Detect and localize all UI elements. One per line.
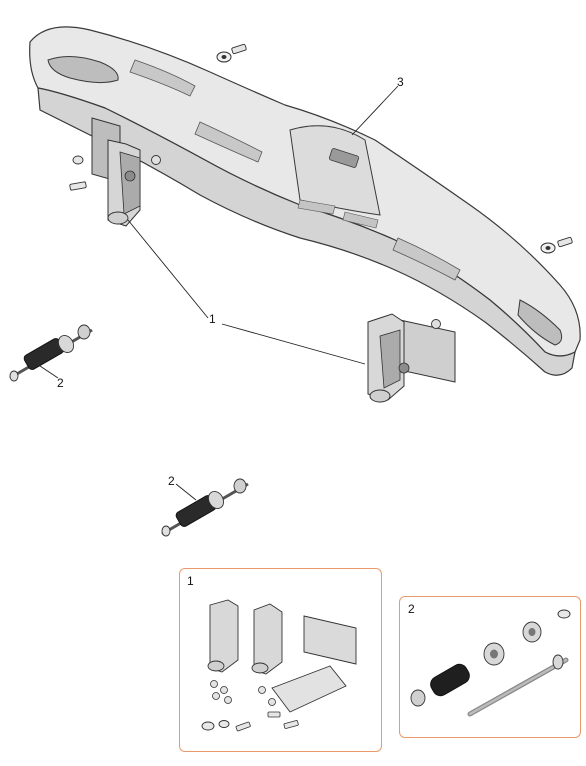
bracket-kit-parts: [201, 599, 357, 732]
callout-shock-absorber-a: 2: [57, 376, 64, 390]
nut-icon: [431, 319, 441, 329]
bracket-right: [367, 313, 456, 403]
bolt-icon: [69, 181, 87, 191]
bracket-left: [91, 117, 141, 227]
detail-panel-bracket-kit-number: 1: [187, 574, 194, 588]
shock-absorber-left: [9, 324, 93, 382]
shock-absorber-center: [161, 478, 249, 537]
detail-panel-shock-kit-number: 2: [408, 602, 415, 616]
frame-beam: [29, 26, 581, 376]
detail-panel-shock-kit: [399, 596, 581, 738]
callout-frame: 3: [397, 75, 404, 89]
leader-lines: [39, 85, 399, 501]
callout-bracket: 1: [209, 312, 216, 326]
nut-icon: [151, 155, 161, 165]
washer-icon: [72, 155, 84, 165]
bolt-icon: [540, 236, 573, 254]
bolt-icon: [216, 43, 247, 63]
detail-panel-bracket-kit: [179, 568, 382, 752]
shock-kit-parts: [410, 609, 571, 717]
callout-shock-absorber-b: 2: [168, 474, 175, 488]
